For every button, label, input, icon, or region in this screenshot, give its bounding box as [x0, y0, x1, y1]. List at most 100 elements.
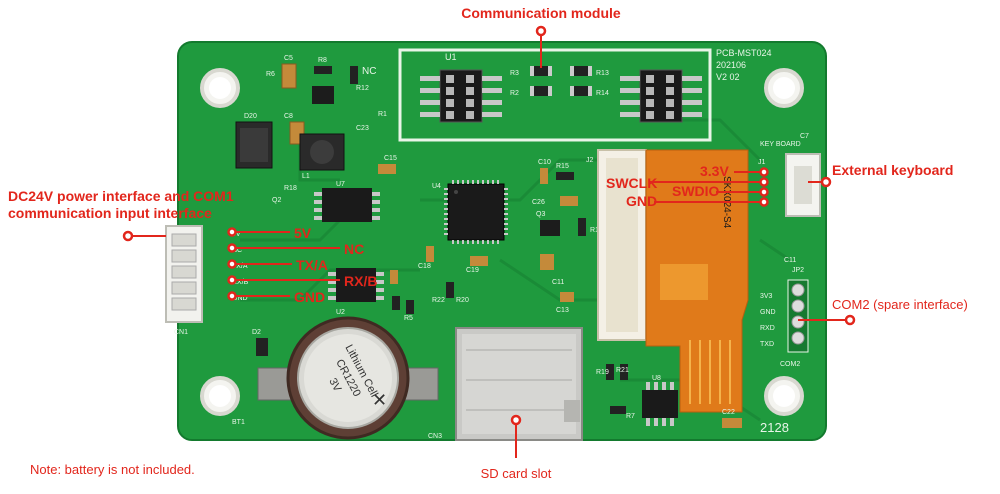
label-swd-swclk: SWCLK [606, 175, 657, 191]
u4-pin [444, 218, 448, 220]
silk-rxb: RX/B [232, 279, 249, 286]
designator-jp2: JP2 [792, 267, 804, 274]
designator-r8: R8 [318, 57, 327, 64]
designator-c10: C10 [538, 159, 551, 166]
designator-r20: R20 [456, 297, 469, 304]
u4-pin [444, 188, 448, 190]
u4-pin [482, 240, 484, 244]
board-revision: 202106 [716, 60, 746, 70]
u4-pin [492, 180, 494, 184]
label-dc24v-line2: communication input interface [8, 205, 212, 221]
u4-pin [504, 228, 508, 230]
designator-c15: C15 [384, 155, 397, 162]
board-date-code: 2128 [760, 420, 789, 435]
designator-c26: C26 [532, 199, 545, 206]
u4-pin [504, 198, 508, 200]
designator-u1: U1 [445, 52, 457, 62]
designator-r22: R22 [432, 297, 445, 304]
cn1-silkscreen: 5V NC TX/A RX/B GND [232, 231, 249, 302]
u4-pin [444, 208, 448, 210]
header-right [620, 69, 702, 123]
u4-pin [504, 193, 508, 195]
designator-r21: R21 [616, 367, 629, 374]
com2-pin-3v3: 3V3 [760, 293, 773, 300]
u4-pin [452, 240, 454, 244]
comm-resistors [530, 66, 592, 96]
u4-pin [452, 180, 454, 184]
designator-q2: Q2 [272, 197, 281, 204]
designator-u2: U2 [336, 309, 345, 316]
designator-c19: C19 [466, 267, 479, 274]
designator-d2: D2 [252, 329, 261, 336]
board-model: PCB-MST024 [716, 48, 772, 58]
communication-module-area: U1 [398, 48, 712, 142]
designator-bt1: BT1 [232, 419, 245, 426]
label-dc24v-line1: DC24V power interface and COM1 [8, 188, 234, 204]
label-swd-swdio: SWDIO [672, 183, 720, 199]
u4-pin [477, 180, 479, 184]
designator-r2: R2 [510, 90, 519, 97]
designator-c7: C7 [800, 133, 809, 140]
label-external-keyboard: External keyboard [832, 162, 953, 178]
designator-c5: C5 [284, 55, 293, 62]
designator-r15: R15 [556, 163, 569, 170]
label-com2: COM2 (spare interface) [832, 297, 968, 312]
label-communication-module: Communication module [461, 5, 621, 21]
com2-pin-gnd: GND [760, 309, 776, 316]
designator-c23: C23 [356, 125, 369, 132]
u4-pin [472, 240, 474, 244]
label-pin-rxb: RX/B [344, 273, 377, 289]
u4-pin [444, 203, 448, 205]
u4-pin [487, 180, 489, 184]
u4-pin [462, 180, 464, 184]
u4-pin [497, 180, 499, 184]
designator-nc: NC [362, 66, 376, 77]
u4-pin [457, 240, 459, 244]
u4-pin [504, 188, 508, 190]
designator-j2: J2 [586, 157, 594, 164]
designator-cn3: CN3 [428, 433, 442, 440]
u4-pin [444, 198, 448, 200]
label-swd-3v3: 3.3V [700, 163, 729, 179]
silk-nc: NC [232, 247, 242, 254]
u4-pin [462, 240, 464, 244]
u4-pin [444, 228, 448, 230]
mounting-holes [200, 68, 804, 416]
battery-holder: Lithium Cell CR1220 3V ✕ BT1 D2 [232, 316, 439, 440]
designator-c13: C13 [556, 307, 569, 314]
battery-plus-icon: ✕ [372, 390, 387, 410]
u4-pin [487, 240, 489, 244]
designator-r19: R19 [596, 369, 609, 376]
u4-pin [444, 223, 448, 225]
header-left [420, 69, 502, 123]
u4-pin [504, 233, 508, 235]
designator-c11-b: C11 [784, 257, 796, 264]
label-pin-gnd: GND [294, 289, 325, 305]
designator-r16: R16 [590, 227, 603, 234]
designator-r5: R5 [404, 315, 413, 322]
fpc-ribbon: J2 SKX024-S4 [586, 149, 749, 413]
com2-pin-txd: TXD [760, 341, 774, 348]
callouts [128, 28, 850, 458]
middle-smd-parts: C10 R15 C26 Q3 R16 C18 C19 C11 R22 R20 C… [390, 159, 603, 322]
designator-r12: R12 [356, 85, 369, 92]
designator-r13: R13 [596, 70, 609, 77]
callout-labels: Communication module External keyboard D… [8, 5, 968, 481]
cn1-connector: CN1 [165, 225, 203, 336]
designator-l1: L1 [302, 173, 310, 180]
com2-label: COM2 [780, 361, 800, 368]
u4-pin [504, 223, 508, 225]
u4-pin [477, 240, 479, 244]
label-swd-gnd: GND [626, 193, 657, 209]
battery-text-3: 3V [326, 376, 343, 394]
silk-gnd: GND [232, 295, 248, 302]
board-model-text: PCB-MST024 202106 V2 02 2128 [716, 48, 789, 435]
u2-chip: U2 [328, 268, 384, 316]
label-note: Note: battery is not included. [30, 462, 195, 477]
u4-pin [444, 193, 448, 195]
u4-pin [492, 240, 494, 244]
u4-pin [504, 203, 508, 205]
designator-d20: D20 [244, 113, 257, 120]
designator-r7: R7 [626, 413, 635, 420]
